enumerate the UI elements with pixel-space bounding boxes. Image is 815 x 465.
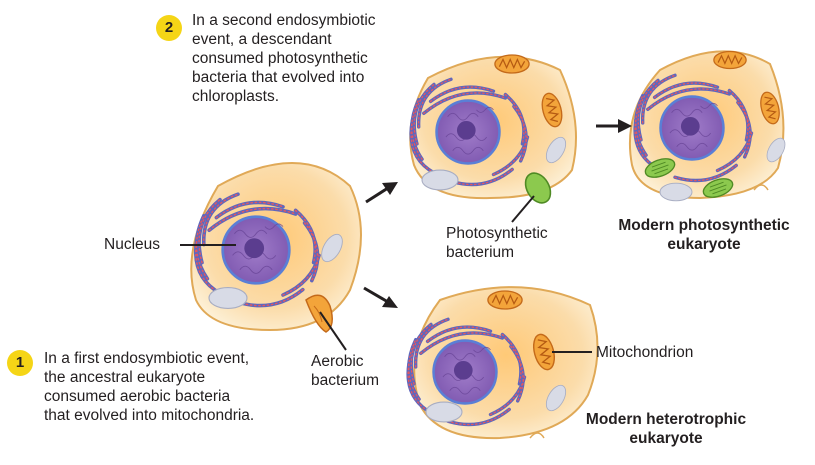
ancestral-cell (190, 162, 362, 333)
heterotrophic-eukaryote-title: Modern heterotrophic eukaryote (585, 411, 747, 447)
aerobic-pointer (319, 311, 347, 351)
step-2-badge: 2 (156, 15, 182, 41)
step-1-description: In a first endosymbiotic event, the ance… (44, 350, 255, 424)
arrow-to-heterotroph-icon (363, 286, 398, 308)
arrow-to-photosynthetic-icon (596, 119, 632, 133)
photosynthetic-bacterium-icon (524, 172, 552, 204)
step-2-description: In a second endosymbiotic event, a desce… (192, 12, 376, 105)
photosynthetic-eukaryote-title: Modern photosynthetic eukaryote (618, 217, 790, 253)
photosynthetic-cell (628, 50, 790, 202)
step-1-badge: 1 (7, 350, 33, 376)
photosynthetic-pointer (511, 195, 535, 223)
nucleus-label: Nucleus (104, 236, 160, 253)
intermediate-cell (409, 54, 577, 204)
aerobic-bacterium-icon (305, 294, 333, 333)
photosynthetic-bacterium-label: Photosynthetic bacterium (446, 225, 548, 261)
mitochondrion-label: Mitochondrion (596, 344, 694, 361)
aerobic-bacterium-label: Aerobic bacterium (311, 353, 380, 389)
heterotrophic-cell (406, 286, 599, 440)
arrow-to-intermediate-icon (365, 182, 398, 204)
